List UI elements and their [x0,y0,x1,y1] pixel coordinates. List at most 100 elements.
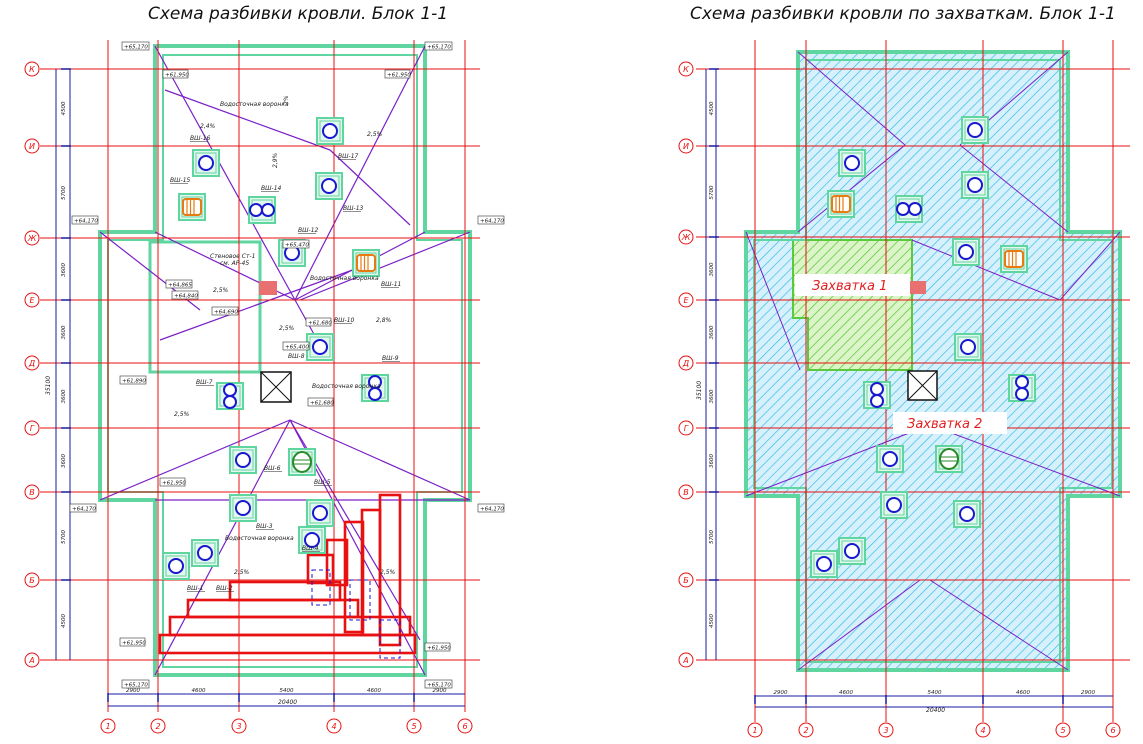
drain-funnel: ВШ-7 [196,379,244,410]
drain-funnel: ВШ-16 [190,135,220,177]
drain-funnel [961,171,989,199]
zone1-area [792,239,913,371]
elevation-tag: +64,170 [480,219,504,225]
row-dimension: 3600 [709,454,715,468]
drain-funnel-label: ВШ-12 [298,227,319,234]
row-dimension: 4500 [709,101,715,115]
drain-funnel [876,445,904,473]
col-dimension: 2900 [774,690,788,696]
row-axis-bubble: Б [24,572,40,588]
row-axis-bubble: В [24,484,40,500]
drain-funnel-label: ВШ-4 [302,545,319,552]
funnel-note-4: Водосточная воронка [225,535,294,542]
drain-funnel: ВШ-17 [316,117,359,160]
drain-funnel [827,190,855,218]
drain-funnel [288,448,316,476]
dimension-horizontal-left [108,693,465,707]
row-total-left: 35100 [45,376,52,395]
vent-box-left [260,371,292,403]
elevation-tag: +65,170 [427,45,451,51]
col-axis-label: 1 [752,726,757,735]
row-axis-bubble: Е [24,292,40,308]
elevation-tag: +65,170 [427,683,451,689]
row-axis-label: Ж [27,234,37,243]
drain-funnel [895,195,923,223]
col-dimension: 2900 [433,688,447,694]
drain-funnel: ВШ-5 [306,479,334,527]
col-axis-bubble: 5 [406,718,422,734]
elevation-tag: +61,950 [427,646,451,652]
drain-funnel [1000,245,1028,273]
col-axis-bubble: 1 [747,722,763,738]
drain-funnel [935,445,963,473]
funnel-note-1: Водосточная воронка [220,101,289,108]
slope-label: 2,5% [279,325,295,332]
drain-funnel-label: ВШ-6 [264,465,281,472]
row-axis-bubble: И [678,138,694,154]
col-dimension: 5400 [928,690,942,696]
vent-grille-right [910,281,926,294]
row-axis-bubble: Ж [678,229,694,245]
row-dimension: 3600 [709,389,715,403]
col-dimension: 4600 [839,690,853,696]
notes-left: Водосточная воронка Водосточная воронка … [210,101,381,542]
drain-funnel-label: ВШ-5 [314,479,331,486]
col-axis-bubble: 3 [231,718,247,734]
drain-funnel [954,333,982,361]
drain-funnel-label: ВШ-10 [334,317,355,324]
row-axis-bubble: Д [24,355,40,371]
col-axis-label: 3 [236,722,241,731]
row-axis-label: Д [28,359,35,368]
elevation-tag: +61,950 [387,73,411,79]
col-axis-bubble: 6 [457,718,473,734]
row-axis-bubble: И [24,138,40,154]
slope-label: 2,5% [213,287,229,294]
elevation-tag: +65,400 [285,345,309,351]
drain-funnel [961,116,989,144]
elevation-tag: +61,890 [122,379,146,385]
drain-funnel-label: ВШ-16 [190,135,211,142]
slope-label: 2% [283,95,290,105]
col-dimension: 4600 [192,688,206,694]
col-dimension: 4600 [367,688,381,694]
row-dimension: 3600 [709,325,715,339]
zone1-label: Захватка 1 [812,279,887,294]
col-axis-bubble: 4 [975,722,991,738]
row-axis-label: И [29,142,35,151]
row-dimension: 5700 [709,185,715,199]
title-left: Схема разбивки кровли. Блок 1-1 [148,4,449,24]
slope-label: 2,5% [174,411,190,418]
row-dimension: 3600 [61,263,67,277]
row-axis-label: К [683,65,689,74]
drain-funnel [838,149,866,177]
drain-funnel-label: ВШ-9 [382,355,399,362]
roof-steps [158,493,417,655]
col-axis-bubble: 3 [878,722,894,738]
col-axis-label: 2 [155,722,160,731]
slope-label: 2,5% [234,569,250,576]
drain-funnel [880,491,908,519]
row-axis-label: Б [683,576,689,585]
elevation-tag: +65,170 [124,45,148,51]
slope-label: 2,5% [367,131,383,138]
elevation-tag: +64,690 [214,310,238,316]
drain-funnel-label: ВШ-1 [187,585,204,592]
row-axis-bubble: А [24,652,40,668]
row-axis-label: Б [29,576,35,585]
title-right: Схема разбивки кровли по захваткам. Блок… [690,4,1116,24]
col-axis-bubble: 2 [150,718,166,734]
col-axis-label: 4 [980,726,985,735]
col-axis-label: 5 [411,722,416,731]
elevation-tag: +64,865 [168,283,192,289]
elevation-tag: +61,680 [310,401,334,407]
zone2-area [746,52,1120,670]
elevation-tag: +64,170 [74,219,98,225]
drain-funnel-label: ВШ-7 [196,379,213,386]
elevation-tag: +64,170 [72,507,96,513]
col-axis-label: 6 [462,722,467,731]
row-dimension: 5700 [61,186,67,200]
col-axis-bubble: 1 [100,718,116,734]
